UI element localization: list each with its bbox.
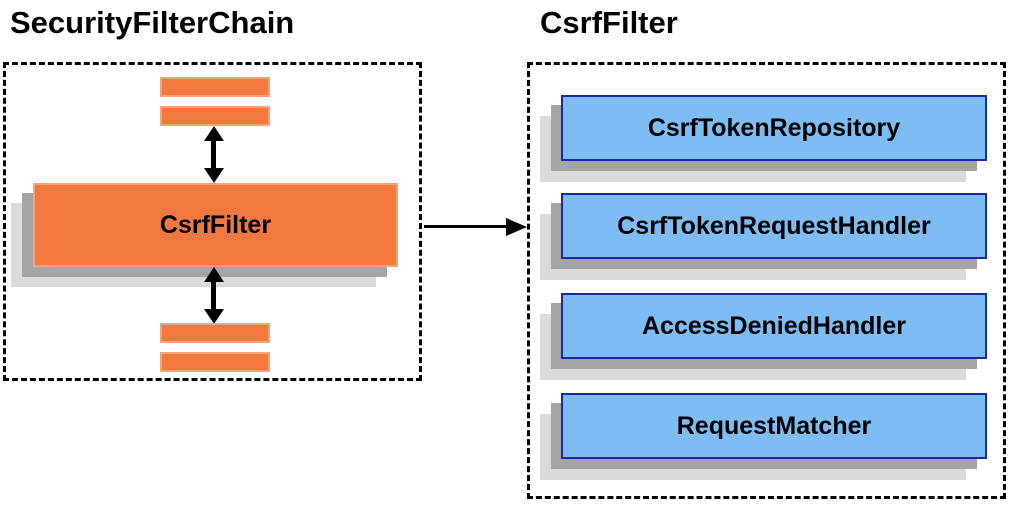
filter-placeholder-bar [160, 77, 270, 97]
bidirectional-arrow-bottom [204, 267, 224, 324]
arrowhead-down-icon [204, 168, 224, 183]
bidirectional-arrow-top [204, 126, 224, 183]
arrow-stem [211, 138, 216, 171]
filter-placeholder-bar [160, 352, 270, 372]
component-request-matcher: RequestMatcher [561, 393, 987, 459]
connector-arrow-line [424, 225, 508, 228]
security-filter-chain-container [3, 62, 422, 381]
csrf-filter-container [527, 62, 1006, 499]
component-label: AccessDeniedHandler [641, 311, 906, 340]
csrf-filter-title: CsrfFilter [540, 5, 678, 40]
arrowhead-right-icon [506, 218, 527, 236]
component-csrf-token-repository: CsrfTokenRepository [561, 95, 987, 161]
csrf-filter-node-label: CsrfFilter [159, 210, 272, 239]
component-label: CsrfTokenRequestHandler [617, 211, 931, 240]
filter-placeholder-bar [160, 323, 270, 343]
component-csrf-token-request-handler: CsrfTokenRequestHandler [561, 193, 987, 259]
component-label: RequestMatcher [676, 411, 872, 440]
csrf-filter-node: CsrfFilter [33, 183, 398, 267]
arrowhead-up-icon [204, 126, 224, 141]
arrow-stem [211, 279, 216, 312]
arrowhead-down-icon [204, 309, 224, 324]
component-label: CsrfTokenRepository [647, 113, 901, 142]
arrowhead-up-icon [204, 267, 224, 282]
component-access-denied-handler: AccessDeniedHandler [561, 293, 987, 359]
security-filter-chain-title: SecurityFilterChain [10, 5, 295, 40]
filter-placeholder-bar [160, 106, 270, 126]
